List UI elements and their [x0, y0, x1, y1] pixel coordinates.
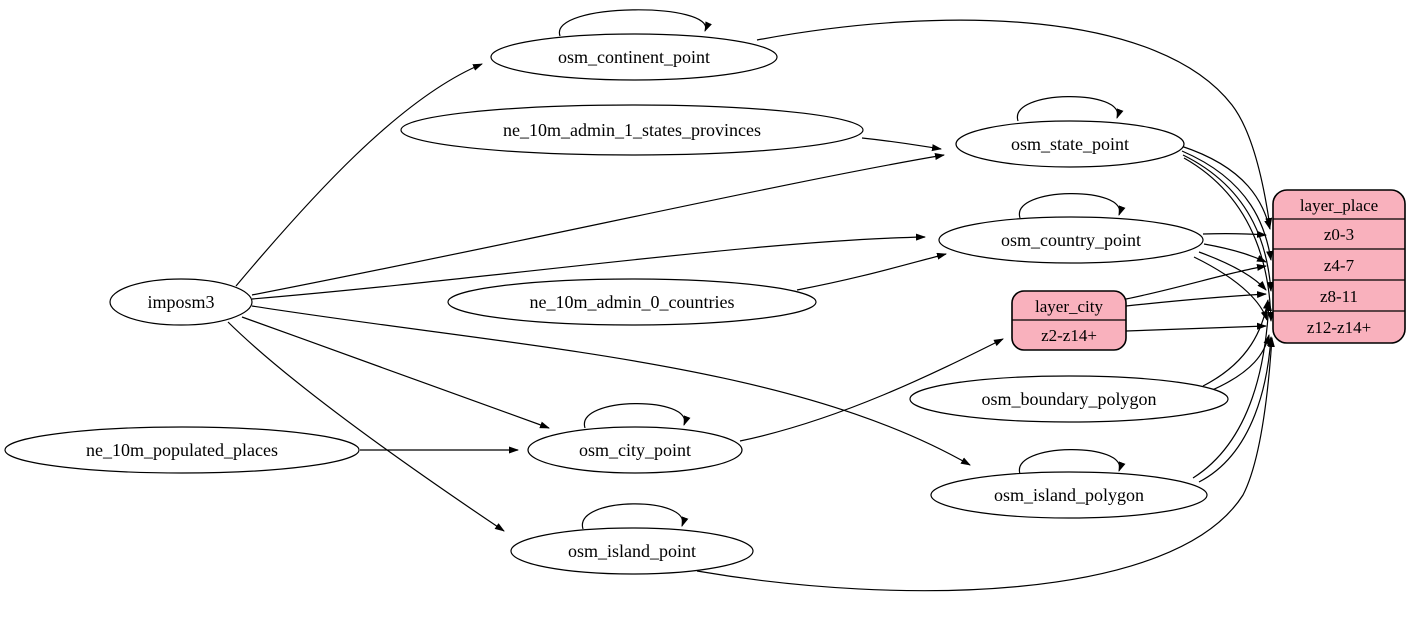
ne_10m_admin_1_states_provinces-ellipse	[400, 104, 864, 156]
imposm3-label: imposm3	[147, 292, 214, 312]
osm_state_point-label: osm_state_point	[1011, 134, 1129, 154]
osm_island_polygon-ellipse	[930, 471, 1208, 519]
node-osm_country_point[interactable]: osm_country_point	[938, 216, 1204, 264]
node-imposm3[interactable]: imposm3	[109, 278, 253, 326]
self-loop-osm_state_point	[1017, 96, 1124, 122]
edge-osm_city_point-layer_city	[739, 338, 1004, 442]
layer_place-row-z4-7: z4-7	[1324, 256, 1355, 275]
edge-imposm3-osm_state_point	[251, 153, 945, 296]
layer_place-title: layer_place	[1300, 196, 1378, 215]
layer_city-row-z2-z14: z2-z14+	[1041, 326, 1097, 345]
self-loop-osm_city_point	[584, 403, 691, 429]
self-loop-osm_country_point	[1019, 193, 1126, 219]
edge-osm_country_point-z12-z14	[1193, 256, 1268, 321]
record-layer_city[interactable]: layer_city z2-z14+	[1011, 290, 1127, 351]
osm_country_point-ellipse	[938, 216, 1204, 264]
edge-osm_island_polygon-z8-11	[1192, 301, 1273, 479]
layer_place-row-z12-z14: z12-z14+	[1307, 318, 1371, 337]
edge-osm_island_polygon-z12-z14	[1198, 336, 1274, 483]
edge-ne_10m_admin_0_countries-osm_country_point	[796, 252, 947, 291]
node-osm_boundary_polygon[interactable]: osm_boundary_polygon	[909, 375, 1229, 423]
osm_island_point-ellipse	[510, 527, 754, 575]
edge-imposm3-osm_island_point	[227, 321, 505, 532]
osm_city_point-ellipse	[527, 426, 743, 474]
self-loop-osm_island_point	[582, 503, 689, 530]
node-ne_10m_admin_1_states_provinces[interactable]: ne_10m_admin_1_states_provinces	[400, 104, 864, 156]
osm_continent_point-label: osm_continent_point	[558, 47, 710, 67]
edge-layer_city-z8-11	[1125, 291, 1267, 307]
osm_island_point-label: osm_island_point	[568, 541, 696, 561]
edge-imposm3-osm_island_polygon	[251, 305, 971, 466]
ne_10m_admin_1_states_provinces-label: ne_10m_admin_1_states_provinces	[503, 120, 761, 140]
ne_10m_admin_0_countries-ellipse	[447, 278, 817, 326]
edge-osm_country_point-z0-3	[1202, 230, 1267, 238]
node-osm_continent_point[interactable]: osm_continent_point	[490, 33, 778, 81]
osm_boundary_polygon-ellipse	[909, 375, 1229, 423]
node-ne_10m_admin_0_countries[interactable]: ne_10m_admin_0_countries	[447, 278, 817, 326]
layer_place-row-z0-3: z0-3	[1324, 225, 1354, 244]
layer_place-box	[1272, 189, 1406, 344]
node-osm_state_point[interactable]: osm_state_point	[955, 120, 1185, 168]
ne_10m_admin_0_countries-label: ne_10m_admin_0_countries	[530, 292, 735, 312]
edge-ne_10m_admin_1_states_provinces-osm_state_point	[861, 137, 942, 152]
edge-imposm3-osm_city_point	[241, 316, 550, 429]
edges	[227, 9, 1275, 592]
node-osm_island_polygon[interactable]: osm_island_polygon	[930, 471, 1208, 519]
osm_continent_point-ellipse	[490, 33, 778, 81]
edge-imposm3-osm_continent_point	[235, 63, 483, 287]
edge-osm_state_point-z8-11	[1182, 154, 1274, 292]
edge-osm_continent_point-z0-3	[756, 19, 1273, 228]
layer_place-row-z8-11: z8-11	[1320, 287, 1358, 306]
self-loop-osm_island_polygon	[1019, 449, 1126, 475]
imposm3-ellipse	[109, 278, 253, 326]
osm_country_point-label: osm_country_point	[1001, 230, 1141, 250]
ne_10m_populated_places-label: ne_10m_populated_places	[86, 440, 278, 460]
edge-osm_country_point-z4-7	[1203, 243, 1267, 263]
node-ne_10m_populated_places[interactable]: ne_10m_populated_places	[4, 426, 360, 474]
osm_city_point-label: osm_city_point	[579, 440, 691, 460]
edge-osm_boundary_polygon-z12-z14	[1209, 334, 1271, 392]
osm_boundary_polygon-label: osm_boundary_polygon	[982, 389, 1157, 409]
osm_state_point-ellipse	[955, 120, 1185, 168]
record-layer_place[interactable]: layer_place z0-3 z4-7 z8-11 z12-z14+	[1272, 189, 1406, 344]
layer_city-title: layer_city	[1035, 297, 1103, 316]
edge-imposm3-osm_country_point	[251, 233, 926, 300]
edge-osm_boundary_polygon-z8-11	[1202, 299, 1270, 387]
node-osm_city_point[interactable]: osm_city_point	[527, 426, 743, 474]
edge-layer_city-z4-7	[1125, 264, 1267, 300]
edge-osm_state_point-z0-3	[1180, 145, 1272, 230]
self-loop-osm_continent_point	[559, 9, 712, 37]
edge-osm_island_point-z12-z14	[696, 337, 1275, 592]
edge-osm_country_point-z8-11	[1198, 251, 1267, 291]
ne_10m_populated_places-ellipse	[4, 426, 360, 474]
edge-osm_state_point-z4-7	[1181, 150, 1274, 261]
edge-layer_city-z12-z14	[1125, 322, 1267, 332]
osm_island_polygon-label: osm_island_polygon	[994, 485, 1144, 505]
node-osm_island_point[interactable]: osm_island_point	[510, 527, 754, 575]
